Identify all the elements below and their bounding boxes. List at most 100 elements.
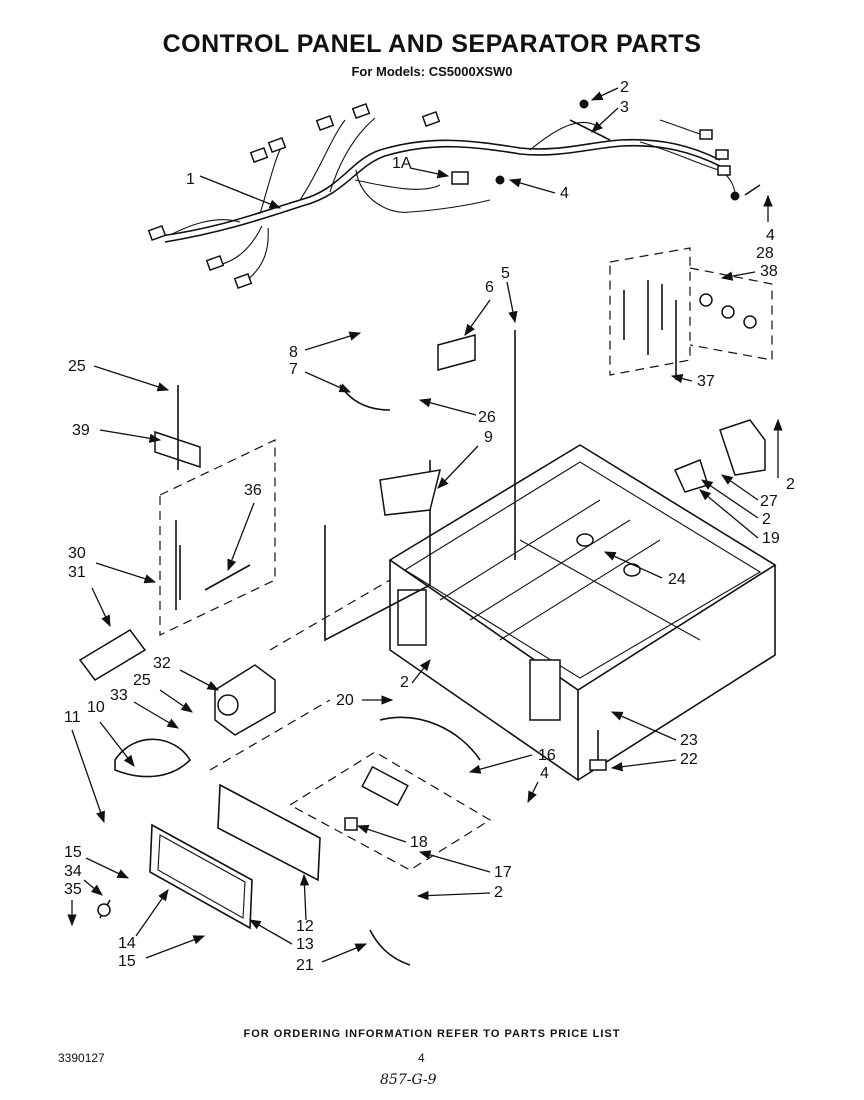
callout-c33: 33 <box>110 687 128 704</box>
left-parts-group <box>78 330 766 778</box>
callout-c2c: 2 <box>762 511 771 528</box>
leader-arrow-c14 <box>135 889 169 937</box>
callout-c27: 27 <box>760 493 778 510</box>
callout-c25a: 25 <box>68 358 86 375</box>
callout-c1: 1 <box>186 171 195 188</box>
leader-arrow-c37 <box>670 374 693 384</box>
leader-arrow-c26 <box>418 398 477 416</box>
callout-c23: 23 <box>680 732 698 749</box>
leader-arrow-c10 <box>99 721 135 767</box>
model-subtitle: For Models: CS5000XSW0 <box>351 64 513 79</box>
leader-arrow-c21 <box>321 943 368 963</box>
callout-c19: 19 <box>762 530 780 547</box>
callout-c28: 28 <box>756 245 774 262</box>
callout-c18: 18 <box>410 834 428 851</box>
callout-c2e: 2 <box>494 884 503 901</box>
leader-arrow-c34 <box>83 879 103 896</box>
leader-arrow-c25b <box>159 689 193 713</box>
callout-c5: 5 <box>501 265 510 282</box>
leader-arrow-c31 <box>91 587 111 628</box>
leader-arrow-c2e <box>416 890 491 901</box>
document-number: 3390127 <box>58 1051 105 1065</box>
leader-arrow-c16 <box>468 754 533 774</box>
leader-arrow-c12 <box>299 873 310 921</box>
leader-arrow-c38 <box>720 271 756 281</box>
control-panel-group <box>97 716 492 966</box>
callout-c26: 26 <box>478 409 496 426</box>
callout-c21: 21 <box>296 957 314 974</box>
leader-arrow-c7 <box>304 371 352 393</box>
leader-arrow-c4a <box>508 178 556 194</box>
ordering-note: FOR ORDERING INFORMATION REFER TO PARTS … <box>243 1028 621 1040</box>
leader-arrow-c8 <box>304 331 362 351</box>
callout-c39: 39 <box>72 422 90 439</box>
callout-c37: 37 <box>697 373 715 390</box>
callout-c11: 11 <box>64 709 81 726</box>
callout-c30: 30 <box>68 545 86 562</box>
leader-arrow-c9 <box>437 445 479 489</box>
callout-c2a: 2 <box>620 79 629 96</box>
callout-c3: 3 <box>620 99 629 116</box>
leader-arrow-c25a <box>93 365 170 392</box>
callout-c2d: 2 <box>400 674 409 691</box>
callout-c4a: 4 <box>560 185 569 202</box>
callout-c16: 16 <box>538 747 556 764</box>
leader-arrow-c22 <box>610 759 677 772</box>
leader-arrow-c39 <box>99 429 162 443</box>
leader-arrow-c15a <box>85 857 130 879</box>
clip-kit-group <box>609 247 773 380</box>
leader-arrow-c17 <box>418 850 491 873</box>
callout-c15b: 15 <box>118 953 136 970</box>
callout-c24: 24 <box>668 571 686 588</box>
leader-arrow-c30 <box>95 562 157 584</box>
callout-c4c: 4 <box>540 765 549 782</box>
leader-arrow-c1a <box>409 167 450 179</box>
callout-c20: 20 <box>336 692 354 709</box>
leader-arrow-c1 <box>199 175 282 209</box>
callout-c8: 8 <box>289 344 298 361</box>
leader-arrow-c19 <box>699 489 759 539</box>
callout-c7: 7 <box>289 361 298 378</box>
leader-arrow-c33 <box>133 701 180 729</box>
callout-c31: 31 <box>68 564 86 581</box>
leader-arrow-c32 <box>179 669 220 691</box>
callout-c32: 32 <box>153 655 171 672</box>
callout-c36: 36 <box>244 482 262 499</box>
callout-c9: 9 <box>484 429 493 446</box>
callout-c1a: 1A <box>392 155 412 172</box>
callout-c15a: 15 <box>64 844 82 861</box>
callout-c4b: 4 <box>766 227 775 244</box>
leader-arrow-c11 <box>71 729 105 824</box>
leader-arrow-c24 <box>603 551 663 579</box>
callout-c17: 17 <box>494 864 512 881</box>
callout-c13: 13 <box>296 936 314 953</box>
callout-c12: 12 <box>296 918 314 935</box>
handwritten-note: 857-G-9 <box>380 1072 437 1088</box>
leader-arrow-c4c <box>527 781 539 804</box>
callout-c22: 22 <box>680 751 698 768</box>
leader-arrow-c18 <box>356 824 407 843</box>
callout-c38: 38 <box>760 263 778 280</box>
leader-arrow-c27 <box>721 474 759 501</box>
callout-c6: 6 <box>485 279 494 296</box>
leader-arrow-c2d <box>411 659 431 684</box>
leader-arrow-c13 <box>248 919 293 945</box>
wire-harness <box>147 99 761 290</box>
callout-c2b: 2 <box>786 476 795 493</box>
leader-arrow-c23 <box>610 711 677 741</box>
callout-c35: 35 <box>64 881 82 898</box>
page-number: 4 <box>418 1051 425 1065</box>
leader-arrow-c6 <box>464 299 491 336</box>
leader-arrow-c5 <box>506 281 518 324</box>
callout-c34: 34 <box>64 863 82 880</box>
callout-c14: 14 <box>118 935 136 952</box>
leader-arrow-c2c <box>701 479 759 519</box>
callout-c10: 10 <box>87 699 105 716</box>
leader-arrow-c36 <box>227 502 255 572</box>
leader-arrow-c3 <box>591 107 619 133</box>
leader-arrow-c2a <box>590 87 619 101</box>
leader-arrow-c15b <box>145 935 206 959</box>
